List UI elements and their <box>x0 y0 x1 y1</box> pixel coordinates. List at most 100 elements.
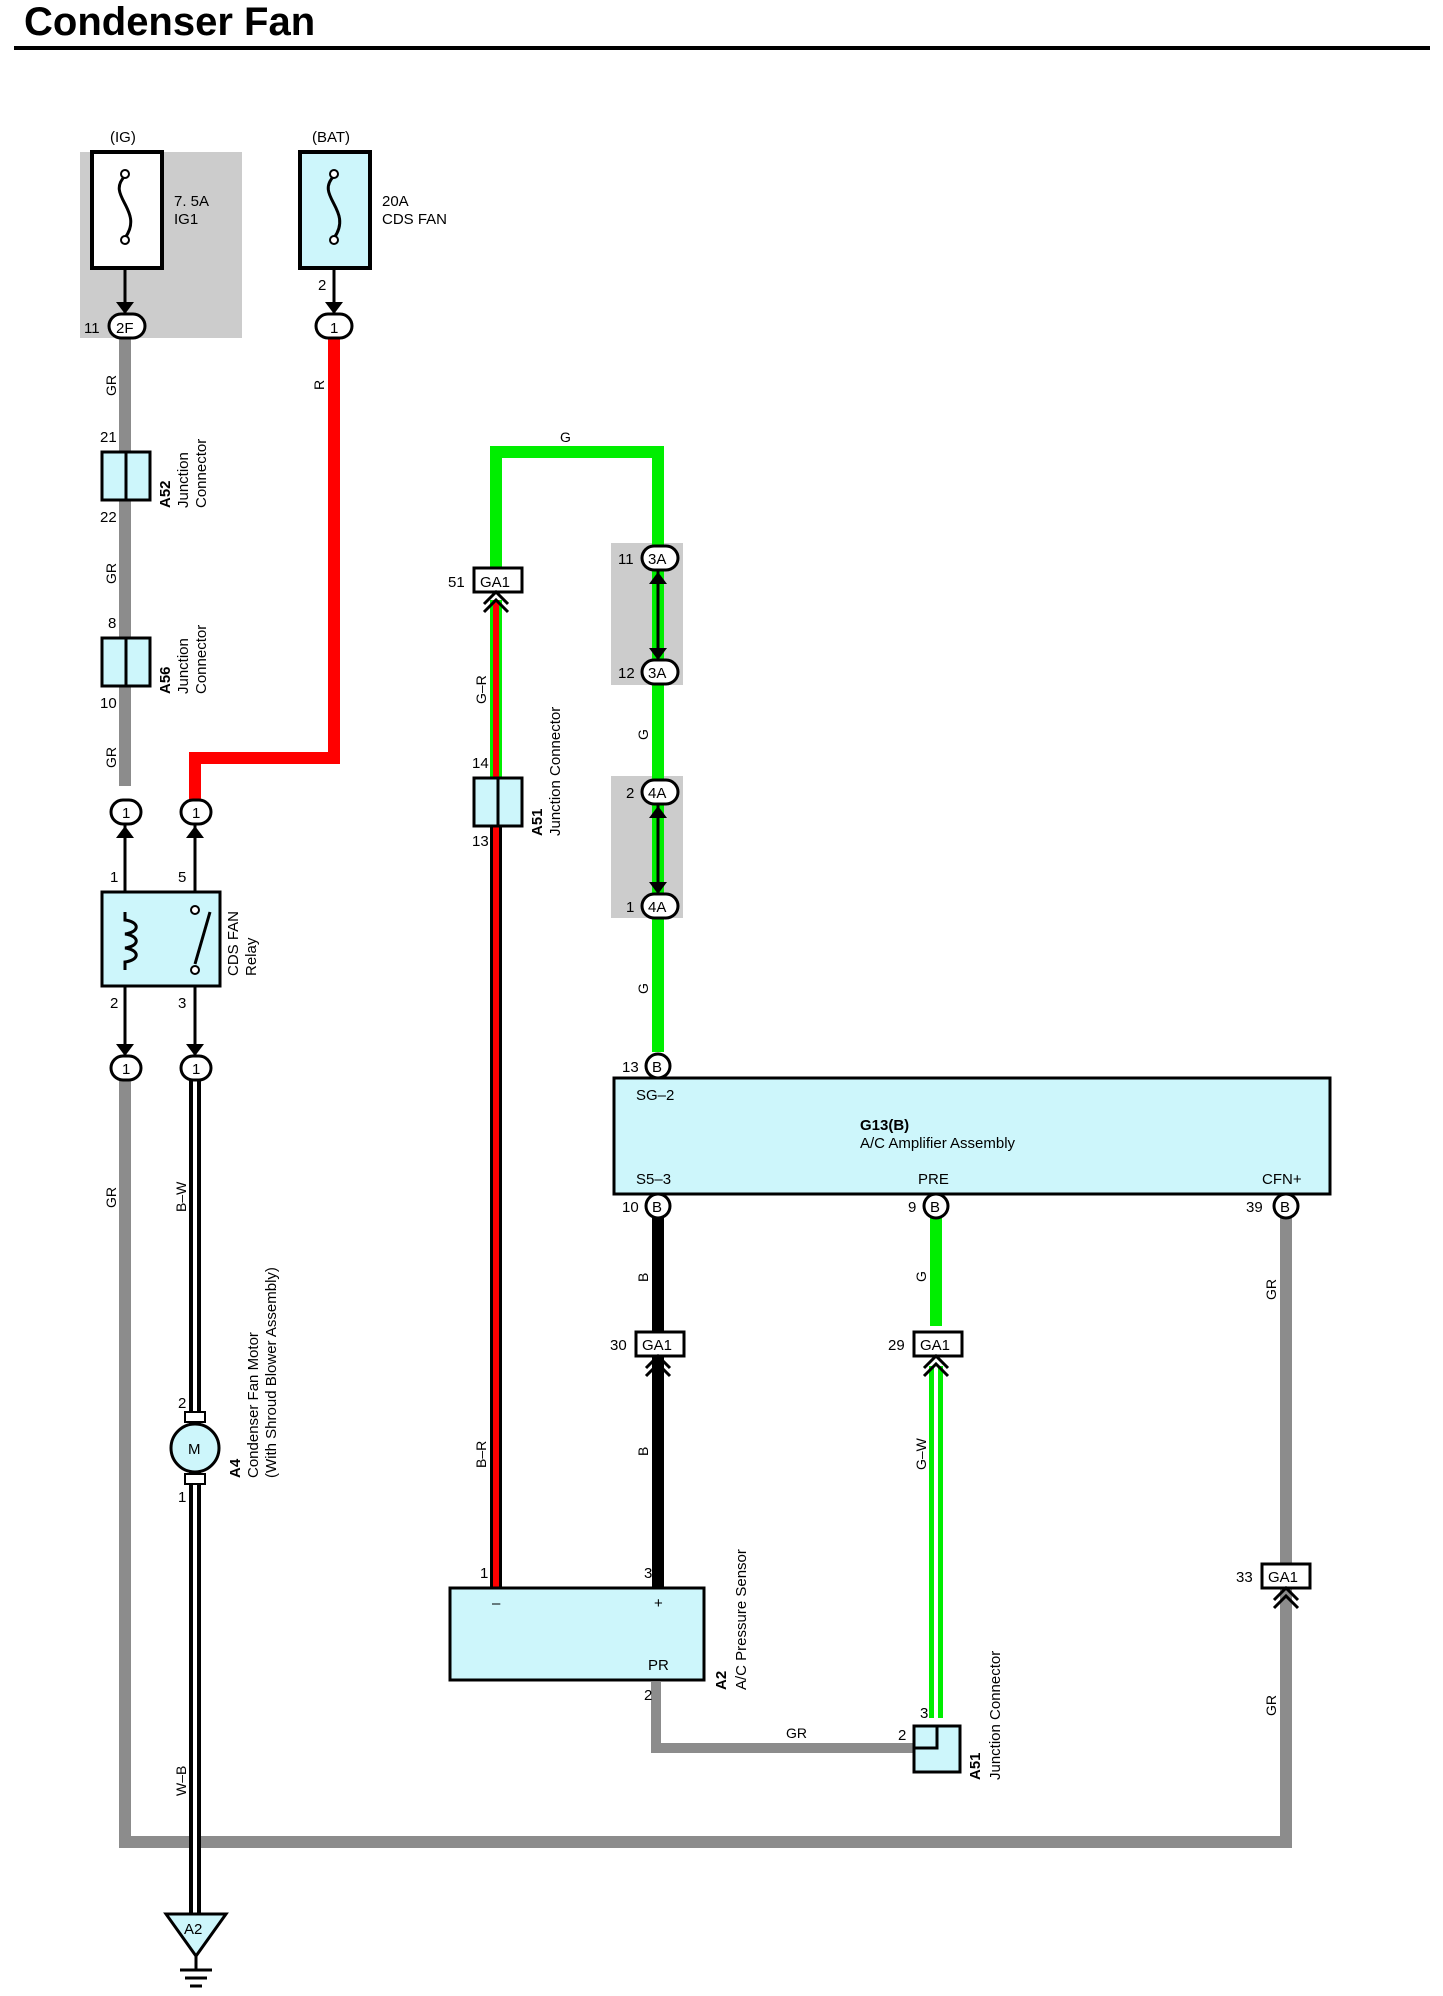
a51-bottom-id: A51 <box>967 1752 984 1780</box>
motor-name: Condenser Fan Motor <box>245 1332 262 1478</box>
relay-contact-bot <box>190 965 200 975</box>
sensor-name: A/C Pressure Sensor <box>733 1549 750 1690</box>
c3a-11-id: 3A <box>648 551 666 568</box>
ga1-33-pin: 33 <box>1236 1569 1253 1586</box>
a51-bottom-name: Junction Connector <box>987 1651 1004 1780</box>
amp-pin-39-connector <box>1272 1192 1300 1220</box>
connector-4a-1 <box>640 892 680 920</box>
arrow-relay-5 <box>186 826 204 838</box>
page-title: Condenser Fan <box>24 0 316 44</box>
a52-pin-top: 21 <box>100 429 117 446</box>
amp-pin-10-connector <box>644 1192 672 1220</box>
amp-s53: S5–3 <box>636 1171 671 1188</box>
arrow-4a-down <box>649 882 667 894</box>
a56-name2: Connector <box>193 625 210 694</box>
wire-gr-sensor-junction <box>651 1682 918 1753</box>
a52-id: A52 <box>157 480 174 508</box>
wire-label-b-1: B <box>635 1273 651 1282</box>
ga1-51-id: GA1 <box>480 574 510 591</box>
sensor-pin2: 2 <box>644 1687 652 1704</box>
connector-relay-bot-left <box>109 1054 143 1082</box>
relay-pin5: 5 <box>178 869 186 886</box>
sensor-pr: PR <box>648 1657 669 1674</box>
chevron-33 <box>1272 1585 1300 1610</box>
connector-3a-12 <box>640 658 680 686</box>
motor-pin-bottom: 1 <box>178 1489 186 1506</box>
c4a-2-id: 4A <box>648 785 666 802</box>
a56-pin-top: 8 <box>108 615 116 632</box>
sensor-id: A2 <box>713 1671 730 1690</box>
ac-amplifier-assembly <box>612 1076 1332 1196</box>
c4a-1-pin: 1 <box>626 899 634 916</box>
amp-conn-39: B <box>1280 1199 1290 1216</box>
a56-name: Junction <box>175 638 192 694</box>
c3a-11-pin: 11 <box>618 551 634 568</box>
amp-pre: PRE <box>918 1171 949 1188</box>
arrow-ig <box>116 302 134 314</box>
wire-label-gr-1: GR <box>103 375 119 396</box>
relay-name2: Relay <box>243 937 260 976</box>
arrow-relay-2 <box>116 1044 134 1056</box>
ground-a2 <box>163 1912 229 1959</box>
relay-conn-bl: 1 <box>122 1061 130 1078</box>
ground-symbol <box>180 1956 212 1988</box>
amp-pin-39: 39 <box>1246 1199 1263 1216</box>
connector-relay-top-left <box>109 798 143 826</box>
ig-label: (IG) <box>110 129 136 146</box>
motor-pin-top: 2 <box>178 1395 186 1412</box>
ac-pressure-sensor <box>448 1586 706 1682</box>
a52-name2: Connector <box>193 439 210 508</box>
connector-3a-11 <box>640 544 680 572</box>
chevron-29 <box>922 1353 950 1378</box>
amp-pin-10: 10 <box>622 1199 639 1216</box>
ig-fuse-name: IG1 <box>174 211 198 228</box>
relay-conn-tr: 1 <box>192 805 200 822</box>
ig-conn-id: 2F <box>116 320 134 337</box>
wire-label-r: R <box>311 380 327 390</box>
chevron-30 <box>644 1353 672 1378</box>
bat-fuse-dot-bot <box>329 235 339 245</box>
amp-pin-13: 13 <box>622 1059 639 1076</box>
motor-name2: (With Shroud Blower Assembly) <box>263 1267 280 1478</box>
amp-sg2: SG–2 <box>636 1087 674 1104</box>
c4a-1-id: 4A <box>648 899 666 916</box>
wire-label-gr-sensor: GR <box>786 1725 807 1741</box>
inline-ga1-30 <box>634 1330 686 1358</box>
ground-id: A2 <box>184 1921 202 1938</box>
ga1-30-pin: 30 <box>610 1337 627 1354</box>
wire-label-g-low: G <box>635 983 651 994</box>
a51-left-id: A51 <box>529 808 546 836</box>
bat-fuse-dot-top <box>329 169 339 179</box>
wire-label-gr-cfn: GR <box>1263 1279 1279 1300</box>
condenser-fan-motor <box>169 1422 221 1474</box>
wire-label-br: B–R <box>473 1441 489 1468</box>
relay-coil <box>123 912 138 970</box>
sensor-plus: + <box>654 1595 663 1612</box>
wire-label-g-pre: G <box>913 1271 929 1282</box>
bat-pin-top: 2 <box>318 277 326 294</box>
junction-a51-bottom-corner <box>914 1726 939 1750</box>
ga1-30-id: GA1 <box>642 1337 672 1354</box>
a52-pin-bottom: 22 <box>100 509 117 526</box>
bat-fuse-amp: 20A <box>382 193 409 210</box>
wire-label-wb: W–B <box>173 1766 189 1796</box>
wire-label-g-mid: G <box>635 729 651 740</box>
relay-pin1: 1 <box>110 869 118 886</box>
ig-fuse-dot-top <box>120 169 130 179</box>
a51-left-name: Junction Connector <box>547 707 564 836</box>
amp-conn-9: B <box>930 1199 940 1216</box>
wire-label-gr-3: GR <box>103 747 119 768</box>
arrow-relay-3 <box>186 1044 204 1056</box>
arrow-bat <box>325 302 343 314</box>
relay-pin3: 3 <box>178 995 186 1012</box>
arrow-4a-up <box>649 806 667 818</box>
ig-conn-pin: 11 <box>84 320 100 337</box>
amp-conn-10: B <box>652 1199 662 1216</box>
c4a-2-pin: 2 <box>626 785 634 802</box>
a51-left-pin-top: 14 <box>472 755 489 772</box>
chevron-51 <box>482 589 510 614</box>
wire-g-loop <box>490 446 664 1052</box>
a51-left-pin-bottom: 13 <box>472 833 489 850</box>
a51-bottom-pin-left: 2 <box>898 1727 906 1744</box>
